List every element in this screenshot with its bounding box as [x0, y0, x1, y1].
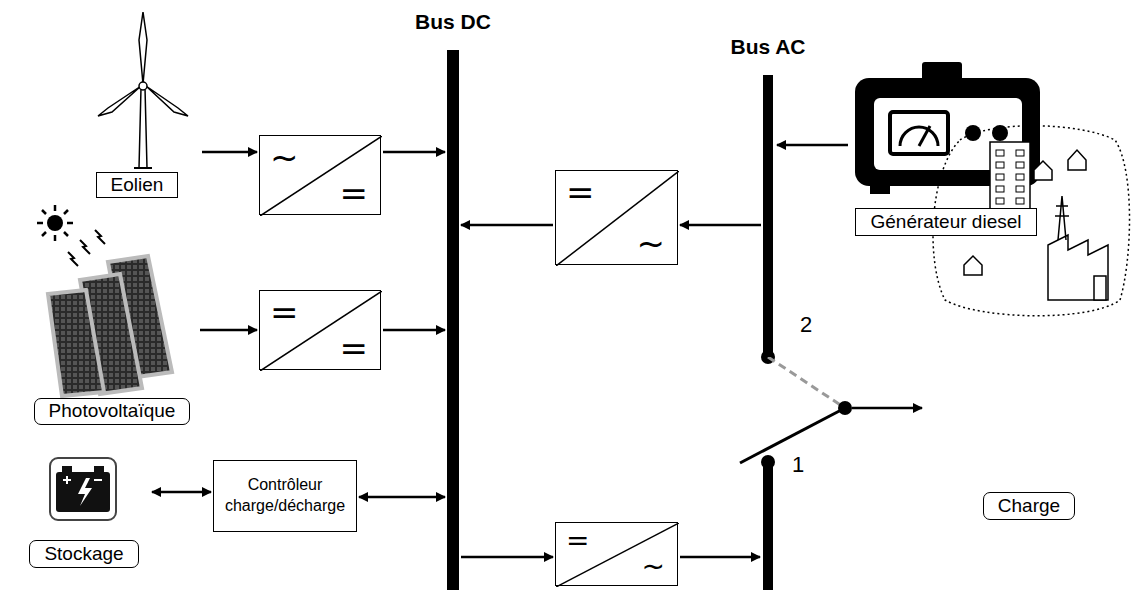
- bus-label: Bus DC: [415, 10, 491, 34]
- pv-panels: [37, 205, 172, 396]
- battery-icon: [50, 458, 116, 520]
- label-box: Charge: [983, 492, 1075, 520]
- label-box: Générateur diesel: [855, 208, 1036, 236]
- callout-number: 1: [792, 452, 804, 478]
- converter-symbol: =: [340, 331, 369, 365]
- converter-box: =~: [555, 170, 678, 265]
- controller-label: Contrôleur charge/décharge: [220, 475, 350, 517]
- converter-box: ==: [259, 290, 381, 370]
- connector-arrow: [461, 556, 553, 559]
- connector-arrow: [680, 224, 761, 227]
- controller-box: Contrôleur charge/décharge: [213, 460, 357, 532]
- bus-label: Bus AC: [730, 35, 805, 59]
- label-text: Eolien: [111, 174, 164, 195]
- label-text: Photovoltaïque: [49, 400, 176, 422]
- label-text: Charge: [998, 494, 1060, 517]
- converter-symbol: =: [270, 295, 299, 329]
- converter-symbol: =: [566, 175, 595, 209]
- connector-arrow: [383, 329, 445, 332]
- label-box: Stockage: [18, 455, 150, 567]
- converter-symbol: ~: [637, 226, 666, 260]
- converter-box: =~: [555, 522, 678, 586]
- connector-arrow: [383, 151, 445, 154]
- bus-bar: Bus DC: [447, 50, 459, 590]
- label-box-text: Stockage: [29, 540, 138, 568]
- callout-number: 2: [800, 312, 812, 338]
- converter-symbol: ~: [270, 140, 299, 174]
- bus-bar: Bus AC: [763, 75, 773, 357]
- converter-symbol: =: [340, 176, 369, 210]
- connector-arrow: [152, 491, 211, 494]
- connector-arrow: [359, 496, 445, 499]
- connector-arrow: [461, 224, 553, 227]
- converter-symbol: ~: [642, 553, 665, 581]
- label-box: Photovoltaïque: [34, 398, 191, 425]
- converter-symbol: =: [566, 527, 589, 555]
- label-text: Générateur diesel: [870, 210, 1021, 233]
- wind-turbine: [98, 12, 188, 168]
- label-box: Eolien: [96, 172, 179, 198]
- converter-box: ~=: [259, 135, 381, 215]
